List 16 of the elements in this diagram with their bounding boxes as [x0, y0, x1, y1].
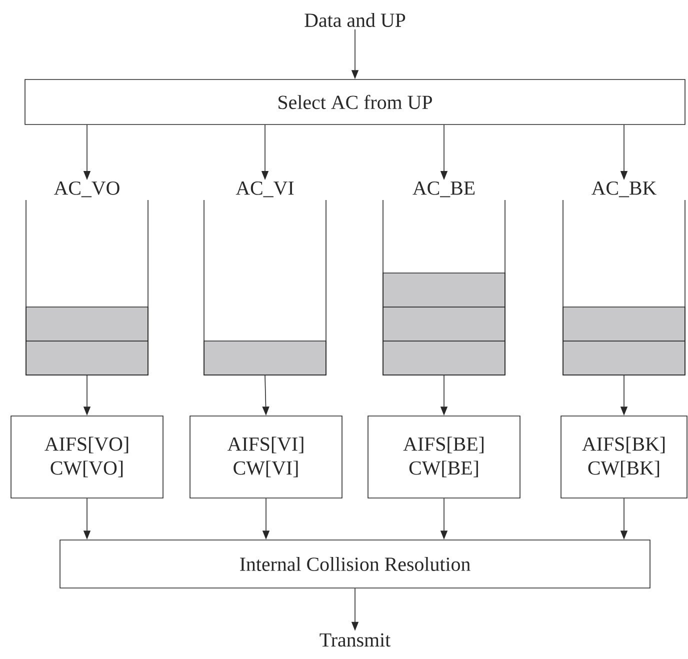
node-label: AC_VI — [236, 181, 294, 198]
flow-label: Data and UP — [304, 12, 406, 27]
parameter-box: AIFS[VO] CW[VO] — [10, 416, 164, 498]
queue-drawing: AC_BK — [562, 181, 686, 376]
queue-drawing: AC_VI — [204, 181, 326, 376]
parameter-box: AIFS[VI] CW[VI] — [190, 416, 342, 498]
queue-drawing: AC_BE — [382, 181, 506, 376]
queue-drawing: AC_VO — [26, 181, 148, 376]
parameter-box: AIFS[BK] CW[BK] — [560, 416, 688, 498]
flow-label: Transmit — [320, 633, 391, 647]
process-box: Select AC from UP — [24, 79, 686, 125]
node-label: AC_VO — [54, 181, 120, 198]
node-label: AC_BE — [412, 181, 475, 198]
parameter-box: AIFS[BE] CW[BE] — [368, 416, 520, 498]
process-box: Internal Collision Resolution — [60, 540, 650, 588]
node-label: AC_BK — [592, 181, 656, 198]
